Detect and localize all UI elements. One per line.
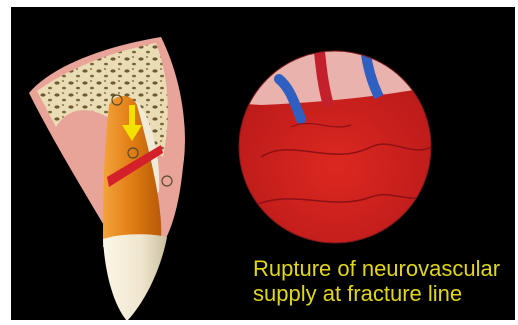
caption-text: Rupture of neurovascular supply at fract… — [253, 256, 515, 306]
slide-background: Rupture of neurovascular supply at fract… — [11, 7, 515, 320]
nerve-yellow — [405, 47, 421, 83]
caption-line-2: supply at fracture line — [253, 281, 515, 306]
caption-line-1: Rupture of neurovascular — [253, 256, 515, 281]
